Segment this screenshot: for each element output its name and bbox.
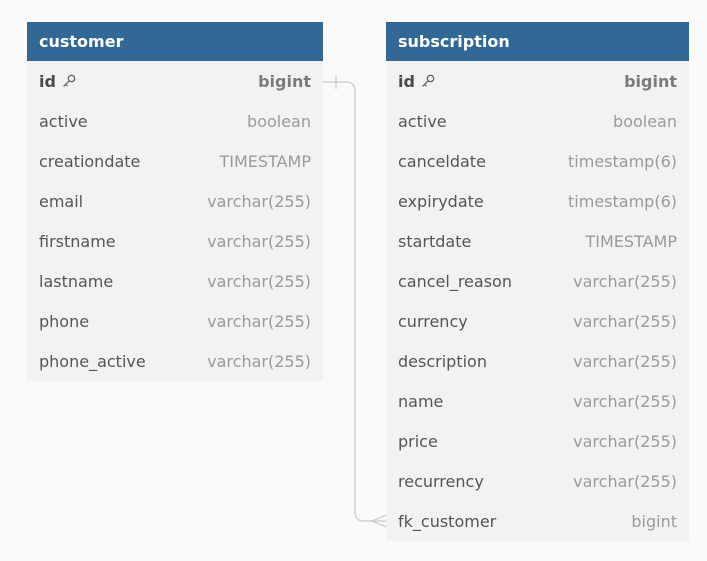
- field-type: varchar(255): [573, 351, 677, 371]
- field-row-subscription-active[interactable]: active boolean: [386, 101, 689, 141]
- field-row-customer-email[interactable]: email varchar(255): [27, 181, 323, 221]
- field-name: id: [398, 71, 415, 91]
- table-subscription[interactable]: subscription id bigint active boolean cancel…: [386, 22, 689, 541]
- field-row-subscription-currency[interactable]: currency varchar(255): [386, 301, 689, 341]
- field-name: fk_customer: [398, 511, 497, 531]
- field-row-subscription-name[interactable]: name varchar(255): [386, 381, 689, 421]
- field-row-customer-id[interactable]: id bigint: [27, 61, 323, 101]
- primary-key-icon: [62, 74, 76, 88]
- field-name-wrap: phone: [39, 312, 89, 331]
- field-type: bigint: [631, 511, 677, 531]
- field-row-customer-phone[interactable]: phone varchar(255): [27, 301, 323, 341]
- field-row-subscription-cancel_reason[interactable]: cancel_reason varchar(255): [386, 261, 689, 301]
- field-name-wrap: firstname: [39, 232, 116, 251]
- field-type: boolean: [247, 111, 311, 131]
- field-row-customer-firstname[interactable]: firstname varchar(255): [27, 221, 323, 261]
- field-type: TIMESTAMP: [219, 151, 312, 171]
- field-name: description: [398, 351, 487, 371]
- field-name-wrap: active: [39, 112, 88, 131]
- field-type: TIMESTAMP: [585, 231, 678, 251]
- field-row-subscription-price[interactable]: price varchar(255): [386, 421, 689, 461]
- field-name-wrap: cancel_reason: [398, 272, 512, 291]
- field-name: active: [398, 111, 447, 131]
- field-name-wrap: currency: [398, 312, 468, 331]
- field-name: email: [39, 191, 84, 211]
- field-name: cancel_reason: [398, 271, 512, 291]
- relationship-line[interactable]: [323, 81, 386, 522]
- field-row-customer-phone_active[interactable]: phone_active varchar(255): [27, 341, 323, 381]
- primary-key-icon: [421, 74, 435, 88]
- field-name-wrap: creationdate: [39, 152, 140, 171]
- field-name-wrap: email: [39, 192, 83, 211]
- field-name-wrap: lastname: [39, 272, 113, 291]
- field-type: varchar(255): [573, 391, 677, 411]
- field-row-customer-creationdate[interactable]: creationdate TIMESTAMP: [27, 141, 323, 181]
- field-type: boolean: [613, 111, 677, 131]
- field-name-wrap: canceldate: [398, 152, 486, 171]
- table-header-subscription[interactable]: subscription: [386, 22, 689, 61]
- field-row-customer-active[interactable]: active boolean: [27, 101, 323, 141]
- field-row-subscription-canceldate[interactable]: canceldate timestamp(6): [386, 141, 689, 181]
- field-name: phone_active: [39, 351, 146, 371]
- field-name-wrap: recurrency: [398, 472, 484, 491]
- field-type: bigint: [624, 71, 677, 91]
- field-name: price: [398, 431, 438, 451]
- field-type: varchar(255): [573, 311, 677, 331]
- field-type: timestamp(6): [568, 191, 677, 211]
- field-name-wrap: startdate: [398, 232, 471, 251]
- field-type: timestamp(6): [568, 151, 677, 171]
- table-customer[interactable]: customer id bigint active boolean creationda…: [27, 22, 323, 381]
- field-name-wrap: price: [398, 432, 438, 451]
- field-row-subscription-startdate[interactable]: startdate TIMESTAMP: [386, 221, 689, 261]
- field-name: canceldate: [398, 151, 486, 171]
- field-name-wrap: name: [398, 392, 443, 411]
- field-name: startdate: [398, 231, 472, 251]
- field-type: bigint: [258, 71, 311, 91]
- field-type: varchar(255): [207, 231, 311, 251]
- field-name-wrap: fk_customer: [398, 512, 496, 531]
- field-name: expirydate: [398, 191, 484, 211]
- field-row-subscription-fk_customer[interactable]: fk_customer bigint: [386, 501, 689, 541]
- field-name: recurrency: [398, 471, 484, 491]
- field-type: varchar(255): [573, 431, 677, 451]
- field-name: currency: [398, 311, 468, 331]
- field-row-customer-lastname[interactable]: lastname varchar(255): [27, 261, 323, 301]
- field-type: varchar(255): [207, 191, 311, 211]
- field-name-wrap: id: [39, 72, 76, 91]
- field-row-subscription-recurrency[interactable]: recurrency varchar(255): [386, 461, 689, 501]
- field-name-wrap: description: [398, 352, 487, 371]
- field-name-wrap: id: [398, 72, 435, 91]
- field-row-subscription-id[interactable]: id bigint: [386, 61, 689, 101]
- field-name: lastname: [39, 271, 114, 291]
- table-header-customer[interactable]: customer: [27, 22, 323, 61]
- field-name: id: [39, 71, 56, 91]
- field-name-wrap: expirydate: [398, 192, 484, 211]
- field-name: phone: [39, 311, 90, 331]
- field-name: firstname: [39, 231, 116, 251]
- field-name: creationdate: [39, 151, 141, 171]
- field-row-subscription-expirydate[interactable]: expirydate timestamp(6): [386, 181, 689, 221]
- field-type: varchar(255): [207, 271, 311, 291]
- field-type: varchar(255): [573, 271, 677, 291]
- field-row-subscription-description[interactable]: description varchar(255): [386, 341, 689, 381]
- field-type: varchar(255): [573, 471, 677, 491]
- field-type: varchar(255): [207, 351, 311, 371]
- field-name-wrap: phone_active: [39, 352, 146, 371]
- field-name-wrap: active: [398, 112, 447, 131]
- field-type: varchar(255): [207, 311, 311, 331]
- cardinality-many-marker: [371, 514, 387, 528]
- field-name: name: [398, 391, 444, 411]
- field-name: active: [39, 111, 88, 131]
